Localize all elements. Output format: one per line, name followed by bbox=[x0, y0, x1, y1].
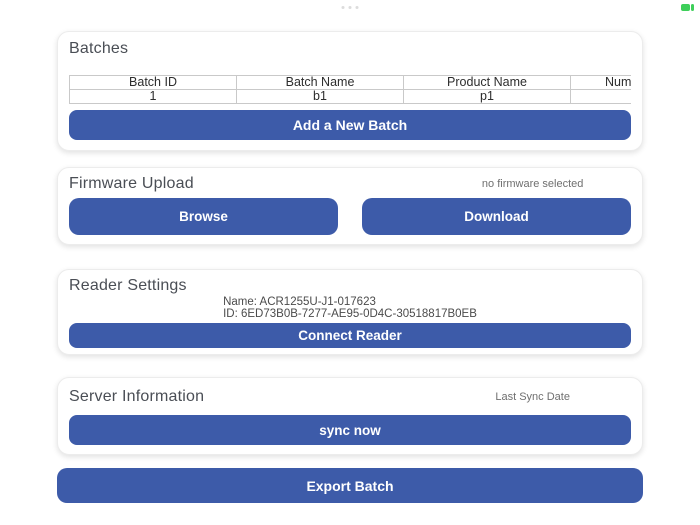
sync-now-button[interactable]: sync now bbox=[69, 415, 631, 445]
batches-table-header-row: Batch ID Batch Name Product Name Num bbox=[69, 75, 631, 90]
header-batch-name: Batch Name bbox=[236, 75, 404, 90]
batches-card: Batches Batch ID Batch Name Product Name… bbox=[57, 31, 643, 151]
batch-table-row[interactable]: 1 b1 p1 bbox=[69, 89, 631, 104]
reader-name-text: Name: ACR1255U-J1-017623 bbox=[223, 296, 376, 308]
reader-settings-card: Reader Settings Name: ACR1255U-J1-017623… bbox=[57, 269, 643, 355]
multitask-dots-icon[interactable] bbox=[341, 6, 359, 9]
header-product-name: Product Name bbox=[403, 75, 571, 90]
batches-title: Batches bbox=[69, 40, 129, 57]
cell-batch-name: b1 bbox=[236, 89, 404, 104]
battery-body bbox=[681, 4, 690, 11]
firmware-card-head: Firmware Upload no firmware selected bbox=[69, 175, 631, 192]
header-num-clipped: Num bbox=[570, 75, 631, 90]
connect-reader-button[interactable]: Connect Reader bbox=[69, 323, 631, 348]
dot bbox=[355, 6, 359, 9]
firmware-upload-card: Firmware Upload no firmware selected Bro… bbox=[57, 167, 643, 245]
cell-product-name: p1 bbox=[403, 89, 571, 104]
battery-icon bbox=[681, 4, 694, 11]
reader-title: Reader Settings bbox=[69, 277, 187, 294]
firmware-buttons-row: Browse Download bbox=[69, 198, 631, 235]
header-batch-id: Batch ID bbox=[69, 75, 237, 90]
dot bbox=[348, 6, 352, 9]
reader-info-block: Name: ACR1255U-J1-017623 ID: 6ED73B0B-72… bbox=[223, 296, 477, 320]
server-information-card: Server Information Last Sync Date sync n… bbox=[57, 377, 643, 455]
firmware-title: Firmware Upload bbox=[69, 175, 194, 192]
reader-id-text: ID: 6ED73B0B-7277-AE95-0D4C-30518817B0EB bbox=[223, 308, 477, 320]
cell-num bbox=[570, 89, 631, 104]
last-sync-date-label: Last Sync Date bbox=[495, 390, 570, 403]
batches-table: Batch ID Batch Name Product Name Num 1 b… bbox=[69, 75, 631, 104]
server-title: Server Information bbox=[69, 388, 205, 405]
main-content: Batches Batch ID Batch Name Product Name… bbox=[0, 31, 700, 503]
battery-tip bbox=[691, 4, 694, 11]
add-new-batch-button[interactable]: Add a New Batch bbox=[69, 110, 631, 140]
browse-button[interactable]: Browse bbox=[69, 198, 338, 235]
cell-batch-id: 1 bbox=[69, 89, 237, 104]
batches-table-container: Batch ID Batch Name Product Name Num 1 b… bbox=[69, 75, 631, 104]
export-batch-button[interactable]: Export Batch bbox=[57, 468, 643, 503]
download-button[interactable]: Download bbox=[362, 198, 631, 235]
status-bar bbox=[0, 0, 700, 16]
server-card-head: Server Information Last Sync Date bbox=[69, 388, 631, 405]
firmware-status-label: no firmware selected bbox=[481, 177, 584, 190]
dot bbox=[341, 6, 345, 9]
